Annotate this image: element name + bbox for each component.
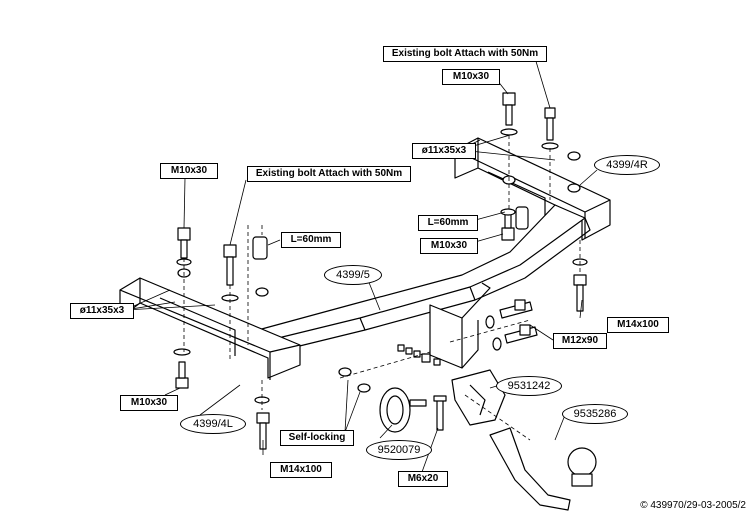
washer-right-label: ø11x35x3 — [412, 143, 476, 159]
towball-shape — [489, 427, 597, 511]
spacers — [252, 206, 529, 260]
part-crossbar: 4399/5 — [324, 265, 382, 285]
spacer-left-label: L=60mm — [281, 232, 341, 248]
part-towball: 9535286 — [562, 404, 628, 424]
right-bracket-shape — [454, 137, 611, 241]
spacer-right-label: L=60mm — [418, 215, 478, 231]
washer-left-label: ø11x35x3 — [70, 303, 134, 319]
part-ball-mount: 9531242 — [496, 376, 562, 396]
part-clamp: 9520079 — [366, 440, 432, 460]
self-locking-label: Self-locking — [280, 430, 354, 446]
m14x100-bottom-label: M14x100 — [270, 462, 332, 478]
alignment-lines — [183, 135, 581, 441]
copyright-note: © 439970/29-03-2005/2 — [640, 500, 746, 511]
m10x30-top-left-label: M10x30 — [160, 163, 218, 179]
m14x100-right-label: M14x100 — [607, 317, 669, 333]
part-left-bracket: 4399/4L — [180, 414, 246, 434]
part-right-bracket: 4399/4R — [594, 155, 660, 175]
m10x30-top-right-label: M10x30 — [442, 69, 500, 85]
m12-bolts — [485, 299, 538, 351]
hitch-plate — [429, 282, 491, 369]
m12x90-label: M12x90 — [553, 333, 607, 349]
existing-bolt-left-label: Existing bolt Attach with 50Nm — [247, 166, 411, 182]
small-hardware — [397, 344, 441, 366]
m10x30-bottom-left-label: M10x30 — [120, 395, 178, 411]
clamp-shape — [379, 387, 427, 433]
existing-bolt-right-label: Existing bolt Attach with 50Nm — [383, 46, 547, 62]
m6x20-label: M6x20 — [398, 471, 448, 487]
m6-bolt — [433, 395, 447, 431]
m10x30-mid-label: M10x30 — [420, 238, 478, 254]
ball-mount-shape — [451, 369, 506, 426]
